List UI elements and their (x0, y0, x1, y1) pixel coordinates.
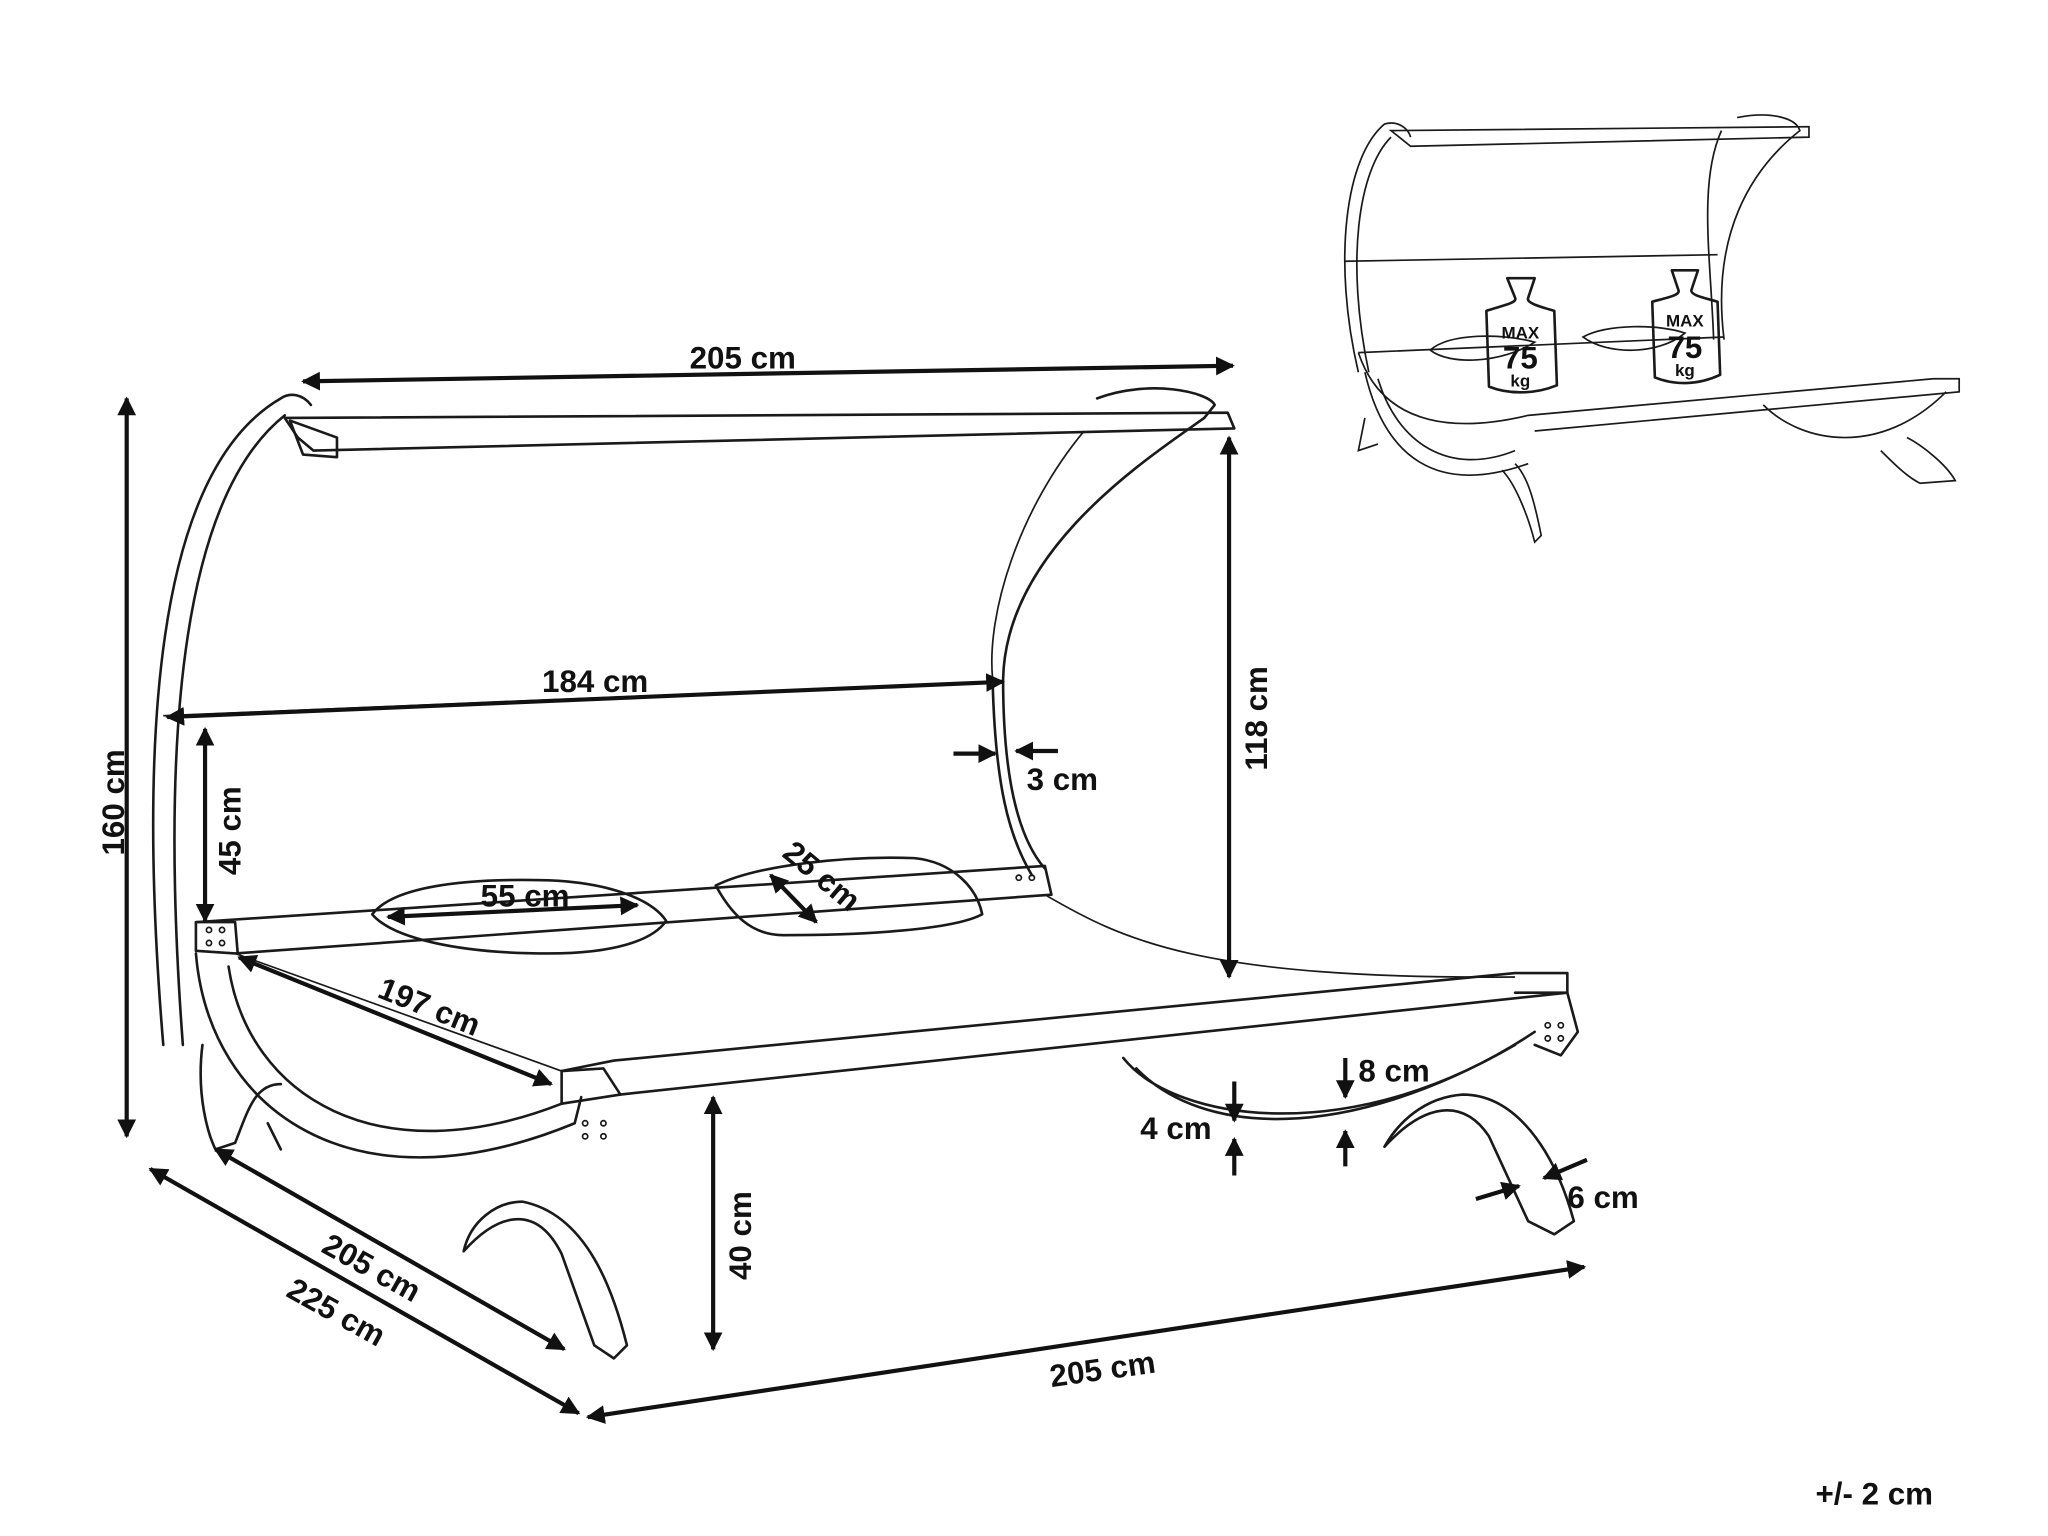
weight-max-label: MAX (1501, 323, 1539, 342)
label-pillow-length: 55 cm (481, 878, 570, 913)
label-canopy-height: 118 cm (1239, 666, 1274, 771)
right-arc-leg (1121, 1030, 1536, 1121)
weight-max-label: MAX (1666, 312, 1704, 331)
side-rail-right (1513, 991, 1580, 1057)
front-rail (560, 971, 1569, 1105)
pillow-right (714, 856, 984, 937)
canopy-right-arc (1001, 387, 1216, 870)
pillow-left (370, 878, 668, 955)
weight-limit-icon-1: MAX 75 kg (1485, 276, 1559, 394)
weight-value: 75 (1503, 340, 1538, 375)
daybed-main-drawing (151, 387, 1580, 1360)
label-canopy-width: 205 cm (690, 340, 796, 375)
label-inner-width: 184 cm (542, 664, 648, 699)
label-pillow-width: 25 cm (777, 834, 868, 918)
weight-value: 75 (1667, 330, 1702, 365)
front-foot-right (1383, 1093, 1576, 1236)
label-seat-height: 40 cm (723, 1191, 758, 1280)
label-leg-clearance: 4 cm (1140, 1111, 1211, 1146)
label-leg-thickness: 6 cm (1567, 1180, 1638, 1215)
label-frame-thickness: 3 cm (1027, 762, 1098, 797)
label-total-height: 160 cm (96, 749, 131, 855)
label-arc-width: 8 cm (1358, 1053, 1429, 1088)
label-base-width: 205 cm (1048, 1345, 1158, 1394)
dimension-lines (117, 356, 1588, 1424)
front-foot-left (462, 1200, 629, 1360)
canopy-left-arc (151, 393, 313, 1047)
weight-limit-icon-2: MAX 75 kg (1650, 269, 1722, 385)
inset-drawing (1343, 114, 1961, 544)
back-rail (194, 864, 1053, 955)
weight-unit: kg (1510, 372, 1530, 391)
canopy-top-bar (283, 411, 1236, 452)
weight-unit: kg (1675, 361, 1695, 380)
tolerance-note: +/- 2 cm (1816, 1477, 1934, 1512)
bed-fabric (234, 893, 1516, 1072)
dimension-labels: 205 cm 184 cm 160 cm 45 cm 118 cm 3 cm 5… (96, 340, 1933, 1511)
label-bed-length: 197 cm (374, 971, 486, 1043)
label-backrest-height: 45 cm (212, 786, 247, 875)
